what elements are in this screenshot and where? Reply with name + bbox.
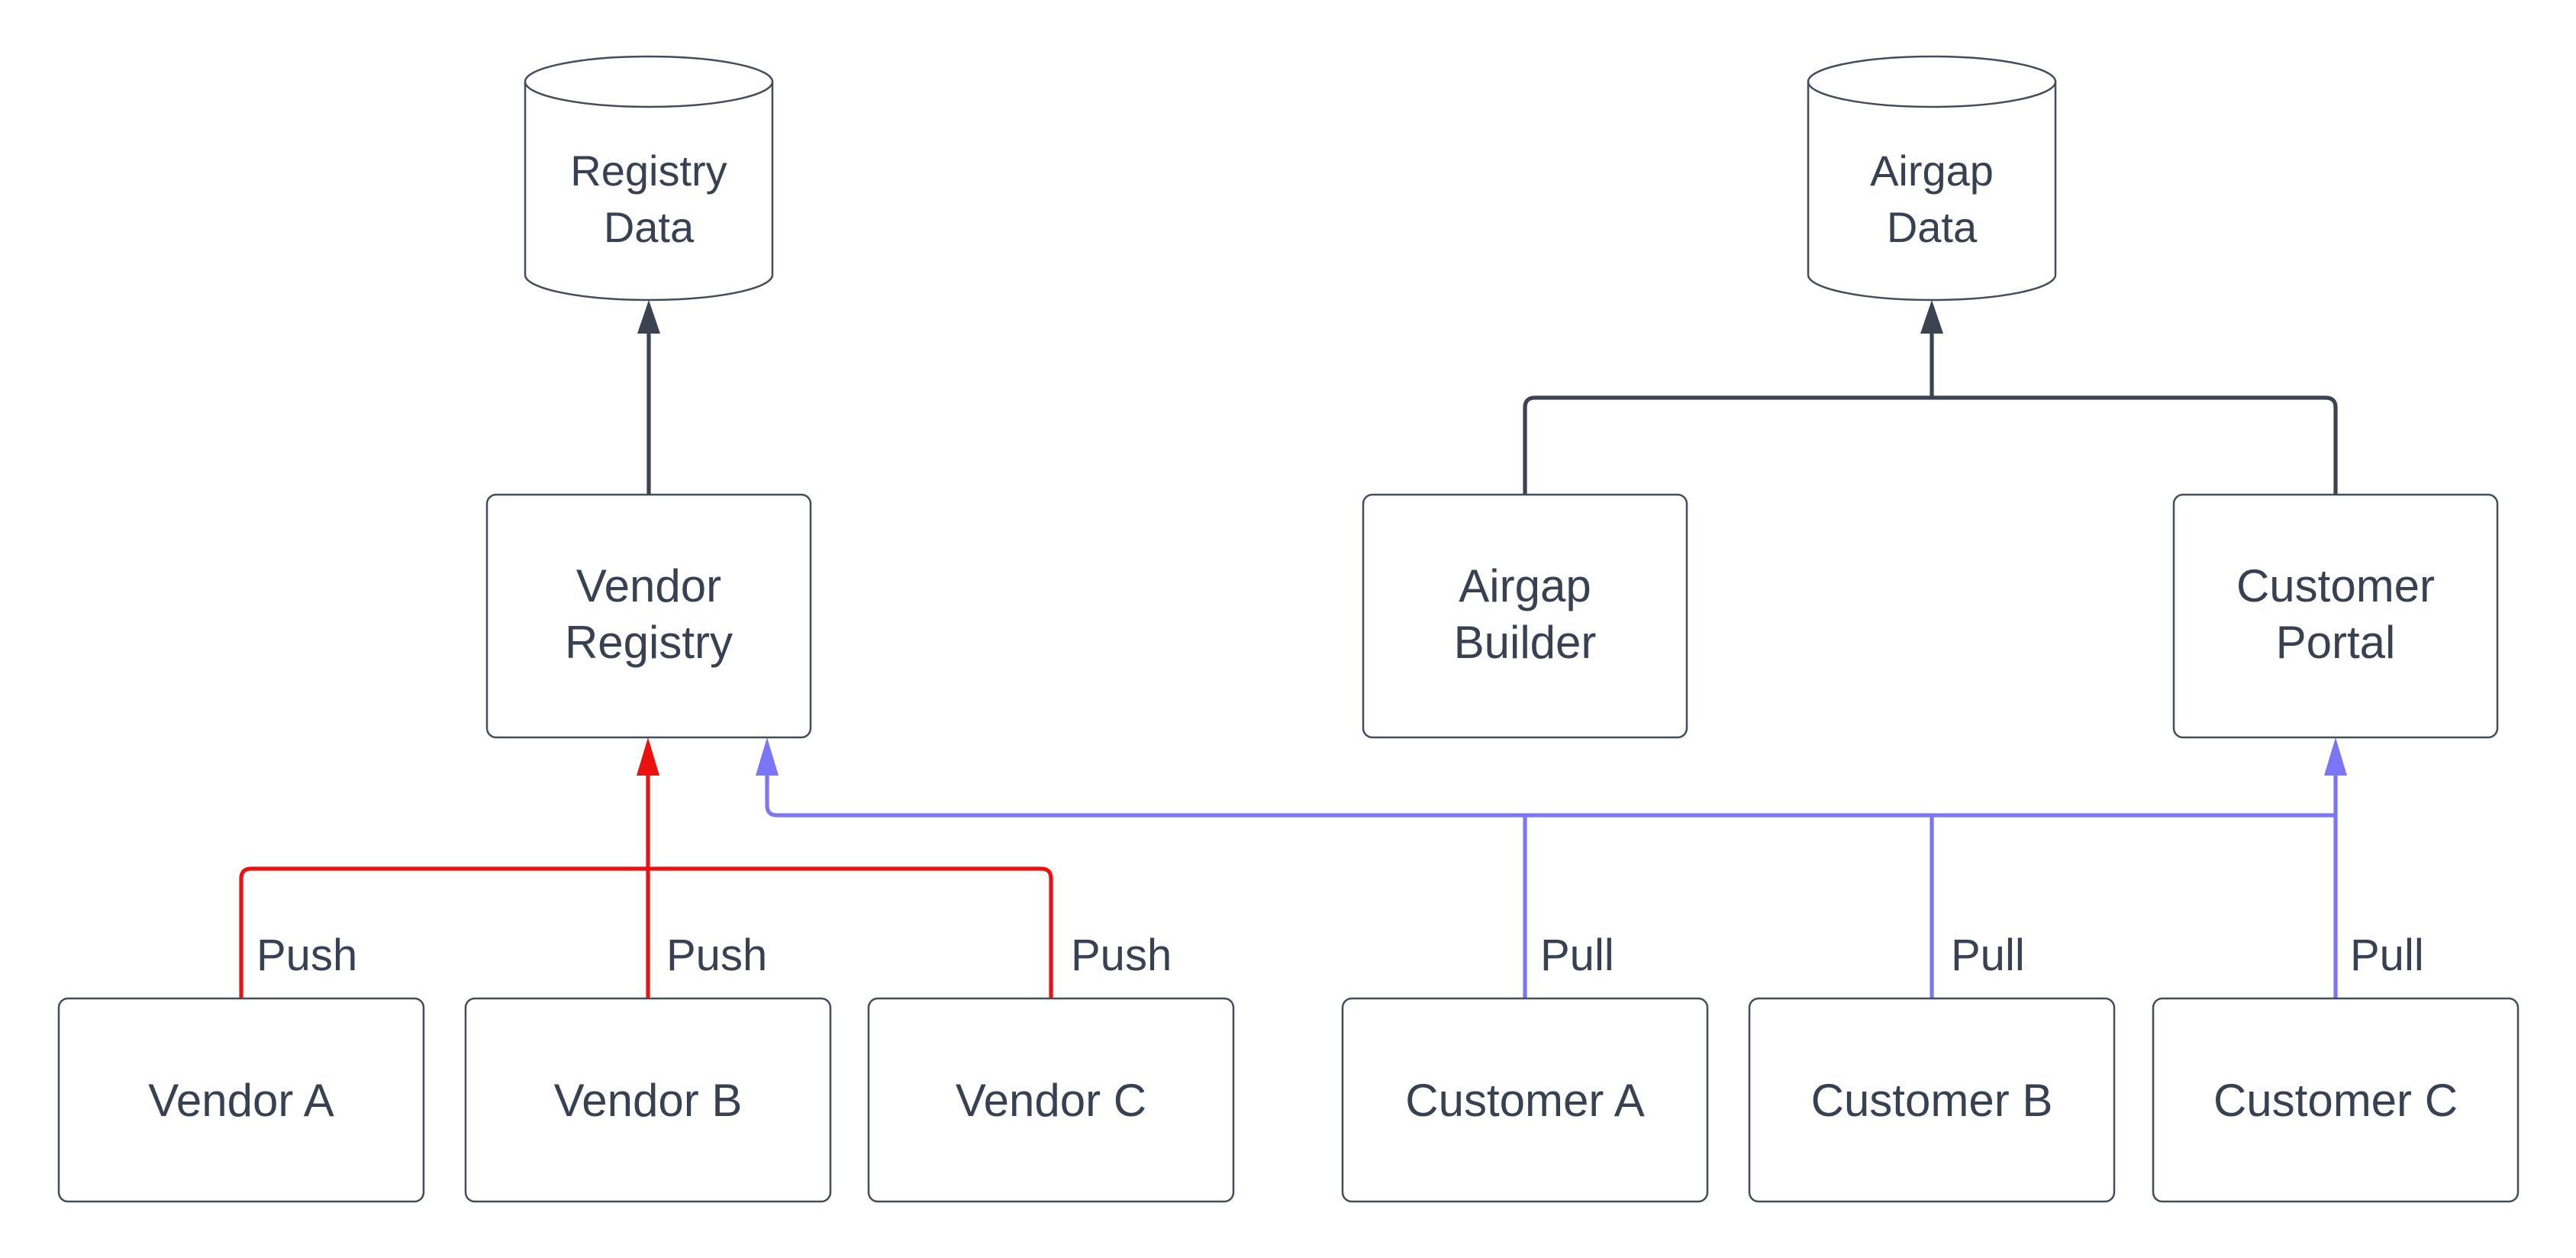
- database-cylinder-body: [524, 82, 774, 302]
- node-label: Vendor B: [554, 1075, 743, 1126]
- edge-label-pull-b: Pull: [1951, 931, 2025, 980]
- edge-airgap-builder-to-customer-portal-rail: [1523, 395, 2338, 495]
- node-customer-a: Customer A: [1341, 997, 1709, 1203]
- node-vendor-a: Vendor A: [57, 997, 425, 1203]
- node-customer-b: Customer B: [1748, 997, 2116, 1203]
- arrowhead-push-vendor-registry: [637, 737, 659, 776]
- node-airgap-data: Airgap Data: [1807, 55, 2057, 302]
- edge-pull-rail-to-vendor-registry: [765, 774, 2336, 818]
- node-customer-portal: Customer Portal: [2172, 493, 2499, 739]
- database-cylinder-top: [1807, 55, 2057, 108]
- node-label: Vendor C: [956, 1075, 1146, 1126]
- node-label-line1: Customer: [2236, 560, 2435, 611]
- arrowhead-airgap-data: [1920, 300, 1943, 334]
- node-box: [464, 997, 832, 1203]
- edge-label-push-c: Push: [1071, 931, 1172, 980]
- node-box: [2152, 997, 2520, 1203]
- node-label-line1: Registry: [570, 147, 727, 195]
- node-airgap-builder: Airgap Builder: [1362, 493, 1688, 739]
- arrowhead-pull-customer-portal: [2324, 737, 2347, 776]
- edge-vendor-c-push: [648, 866, 1053, 998]
- node-label-line1: Vendor: [576, 560, 721, 611]
- edge-label-push-b: Push: [666, 931, 767, 980]
- node-label: Customer B: [1811, 1075, 2053, 1126]
- node-registry-data: Registry Data: [524, 55, 774, 302]
- node-label-line1: Airgap: [1870, 147, 1994, 195]
- node-box: [1748, 997, 2116, 1203]
- edge-label-pull-c: Pull: [2350, 931, 2424, 980]
- arrowhead-pull-vendor-registry: [756, 737, 779, 776]
- node-label-line2: Registry: [565, 617, 733, 668]
- edge-label-pull-a: Pull: [1540, 931, 1614, 980]
- node-label: Customer A: [1405, 1075, 1644, 1126]
- node-label-line2: Data: [604, 203, 695, 251]
- edge-label-push-a: Push: [256, 931, 357, 980]
- node-box: [867, 997, 1235, 1203]
- node-box: [57, 997, 425, 1203]
- node-vendor-registry: Vendor Registry: [485, 493, 812, 739]
- arrowhead-registry-data: [637, 300, 660, 334]
- node-label: Customer C: [2213, 1075, 2458, 1126]
- node-vendor-c: Vendor C: [867, 997, 1235, 1203]
- database-cylinder-top: [524, 55, 774, 108]
- node-label-line2: Data: [1887, 203, 1978, 251]
- node-box: [485, 493, 812, 739]
- node-vendor-b: Vendor B: [464, 997, 832, 1203]
- node-box: [1341, 997, 1709, 1203]
- node-customer-c: Customer C: [2152, 997, 2520, 1203]
- node-box: [1362, 493, 1688, 739]
- node-label-line1: Airgap: [1459, 560, 1591, 611]
- node-label-line2: Portal: [2276, 617, 2396, 668]
- node-box: [2172, 493, 2499, 739]
- node-label-line2: Builder: [1454, 617, 1597, 668]
- database-cylinder-body: [1807, 82, 2057, 302]
- node-label: Vendor A: [148, 1075, 334, 1126]
- edge-vendor-a-push: [239, 866, 648, 998]
